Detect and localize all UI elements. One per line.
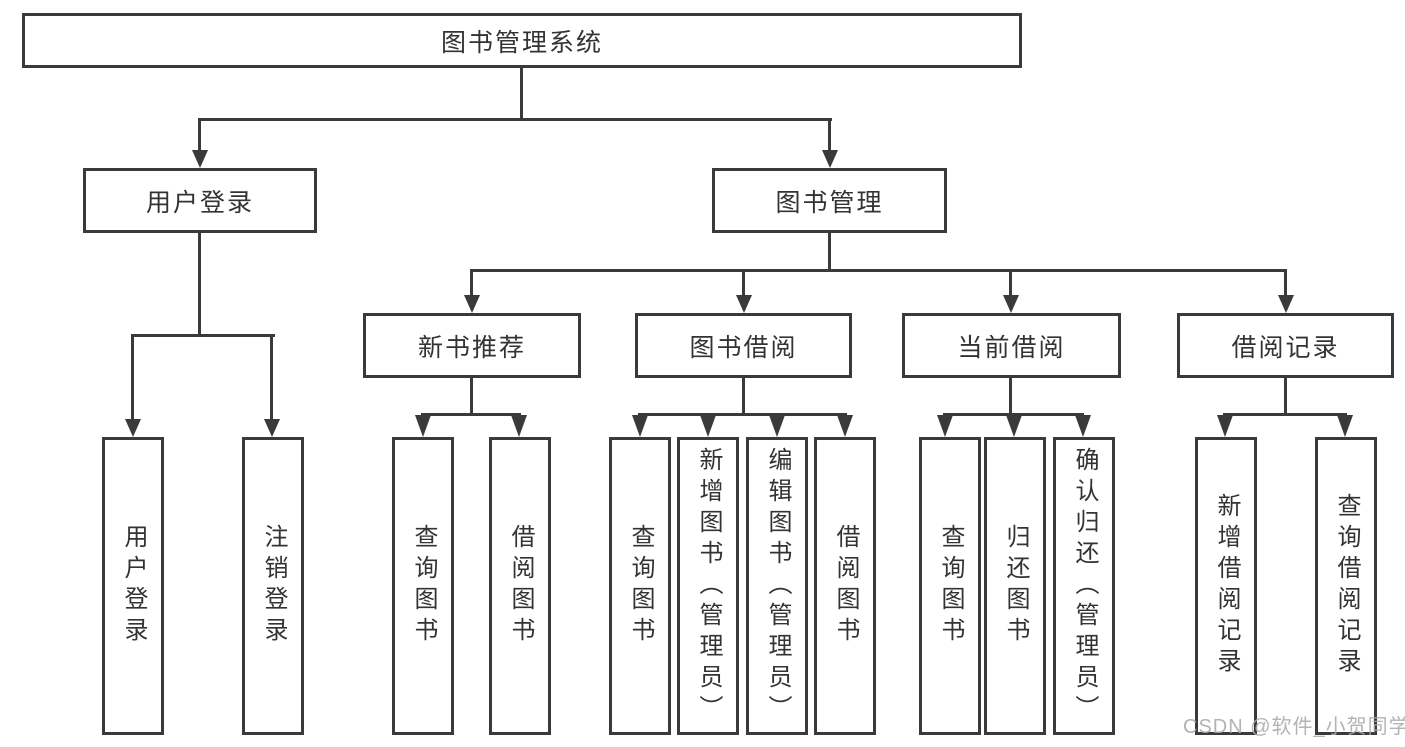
- arrow-down-icon: [937, 415, 953, 437]
- arrow-down-icon: [1075, 415, 1091, 437]
- connector-line: [421, 413, 521, 416]
- leaf-borrow-borrow: 借阅图书: [814, 437, 876, 735]
- node-borrow-records: 借阅记录: [1177, 313, 1394, 378]
- arrow-down-icon: [511, 415, 527, 437]
- connector-line: [470, 378, 473, 416]
- connector-line: [638, 413, 847, 416]
- arrow-down-icon: [632, 415, 648, 437]
- arrow-down-icon: [1337, 415, 1353, 437]
- connector-line: [1009, 378, 1012, 416]
- node-user-login-label: 用户登录: [145, 188, 254, 217]
- connector-line: [828, 233, 831, 272]
- connector-line: [199, 118, 832, 121]
- arrow-down-icon: [1278, 295, 1294, 313]
- leaf-current-query-label: 查询图书: [937, 524, 964, 648]
- leaf-newbooks-borrow-label: 借阅图书: [507, 524, 534, 648]
- arrow-down-icon: [822, 150, 838, 168]
- leaf-current-return: 归还图书: [984, 437, 1046, 735]
- arrow-down-icon: [264, 419, 280, 437]
- connector-line: [1284, 378, 1287, 416]
- leaf-logout-label: 注销登录: [260, 524, 287, 648]
- leaf-borrow-query: 查询图书: [609, 437, 671, 735]
- leaf-current-confirm-admin: 确认归还（管理员）: [1053, 437, 1115, 735]
- leaf-borrow-add-admin-label: 新增图书（管理员）: [695, 446, 722, 726]
- connector-line: [1223, 413, 1347, 416]
- connector-line: [131, 334, 134, 421]
- node-book-management: 图书管理: [712, 168, 947, 233]
- leaf-user-login: 用户登录: [102, 437, 164, 735]
- leaf-newbooks-borrow: 借阅图书: [489, 437, 551, 735]
- connector-line: [470, 269, 1287, 272]
- leaf-user-login-label: 用户登录: [120, 524, 147, 648]
- connector-line: [742, 378, 745, 416]
- leaf-borrow-edit-admin-label: 编辑图书（管理员）: [764, 446, 791, 726]
- node-root-label: 图书管理系统: [440, 28, 603, 57]
- arrow-down-icon: [1006, 415, 1022, 437]
- node-new-books-label: 新书推荐: [417, 333, 526, 362]
- node-book-borrow-label: 图书借阅: [689, 333, 798, 362]
- node-current-borrow: 当前借阅: [902, 313, 1121, 378]
- arrow-down-icon: [464, 295, 480, 313]
- connector-line: [131, 334, 275, 337]
- leaf-newbooks-query: 查询图书: [392, 437, 454, 735]
- leaf-borrow-query-label: 查询图书: [627, 524, 654, 648]
- leaf-records-query-label: 查询借阅记录: [1333, 493, 1360, 679]
- node-root: 图书管理系统: [22, 13, 1022, 68]
- connector-line: [742, 269, 745, 297]
- arrow-down-icon: [1217, 415, 1233, 437]
- arrow-down-icon: [125, 419, 141, 437]
- arrow-down-icon: [769, 415, 785, 437]
- arrow-down-icon: [736, 295, 752, 313]
- leaf-logout: 注销登录: [242, 437, 304, 735]
- connector-line: [828, 118, 831, 152]
- connector-line: [470, 269, 473, 297]
- node-borrow-records-label: 借阅记录: [1231, 333, 1340, 362]
- node-book-management-label: 图书管理: [775, 188, 884, 217]
- leaf-records-query: 查询借阅记录: [1315, 437, 1377, 735]
- arrow-down-icon: [700, 415, 716, 437]
- leaf-current-confirm-admin-label: 确认归还（管理员）: [1071, 446, 1098, 726]
- node-current-borrow-label: 当前借阅: [957, 333, 1066, 362]
- connector-line: [1009, 269, 1012, 297]
- connector-line: [198, 118, 201, 152]
- arrow-down-icon: [1003, 295, 1019, 313]
- arrow-down-icon: [415, 415, 431, 437]
- connector-line: [270, 334, 273, 421]
- arrow-down-icon: [192, 150, 208, 168]
- csdn-watermark: CSDN @软件_小贺同学: [1183, 716, 1405, 738]
- leaf-newbooks-query-label: 查询图书: [410, 524, 437, 648]
- leaf-borrow-add-admin: 新增图书（管理员）: [677, 437, 739, 735]
- connector-line: [1284, 269, 1287, 297]
- leaf-records-add: 新增借阅记录: [1195, 437, 1257, 735]
- leaf-current-query: 查询图书: [919, 437, 981, 735]
- arrow-down-icon: [837, 415, 853, 437]
- leaf-borrow-edit-admin: 编辑图书（管理员）: [746, 437, 808, 735]
- connector-line: [198, 233, 201, 337]
- connector-line: [943, 413, 1084, 416]
- node-user-login: 用户登录: [83, 168, 317, 233]
- leaf-borrow-borrow-label: 借阅图书: [832, 524, 859, 648]
- node-new-books: 新书推荐: [363, 313, 581, 378]
- connector-line: [520, 68, 523, 118]
- leaf-current-return-label: 归还图书: [1002, 524, 1029, 648]
- leaf-records-add-label: 新增借阅记录: [1213, 493, 1240, 679]
- node-book-borrow: 图书借阅: [635, 313, 852, 378]
